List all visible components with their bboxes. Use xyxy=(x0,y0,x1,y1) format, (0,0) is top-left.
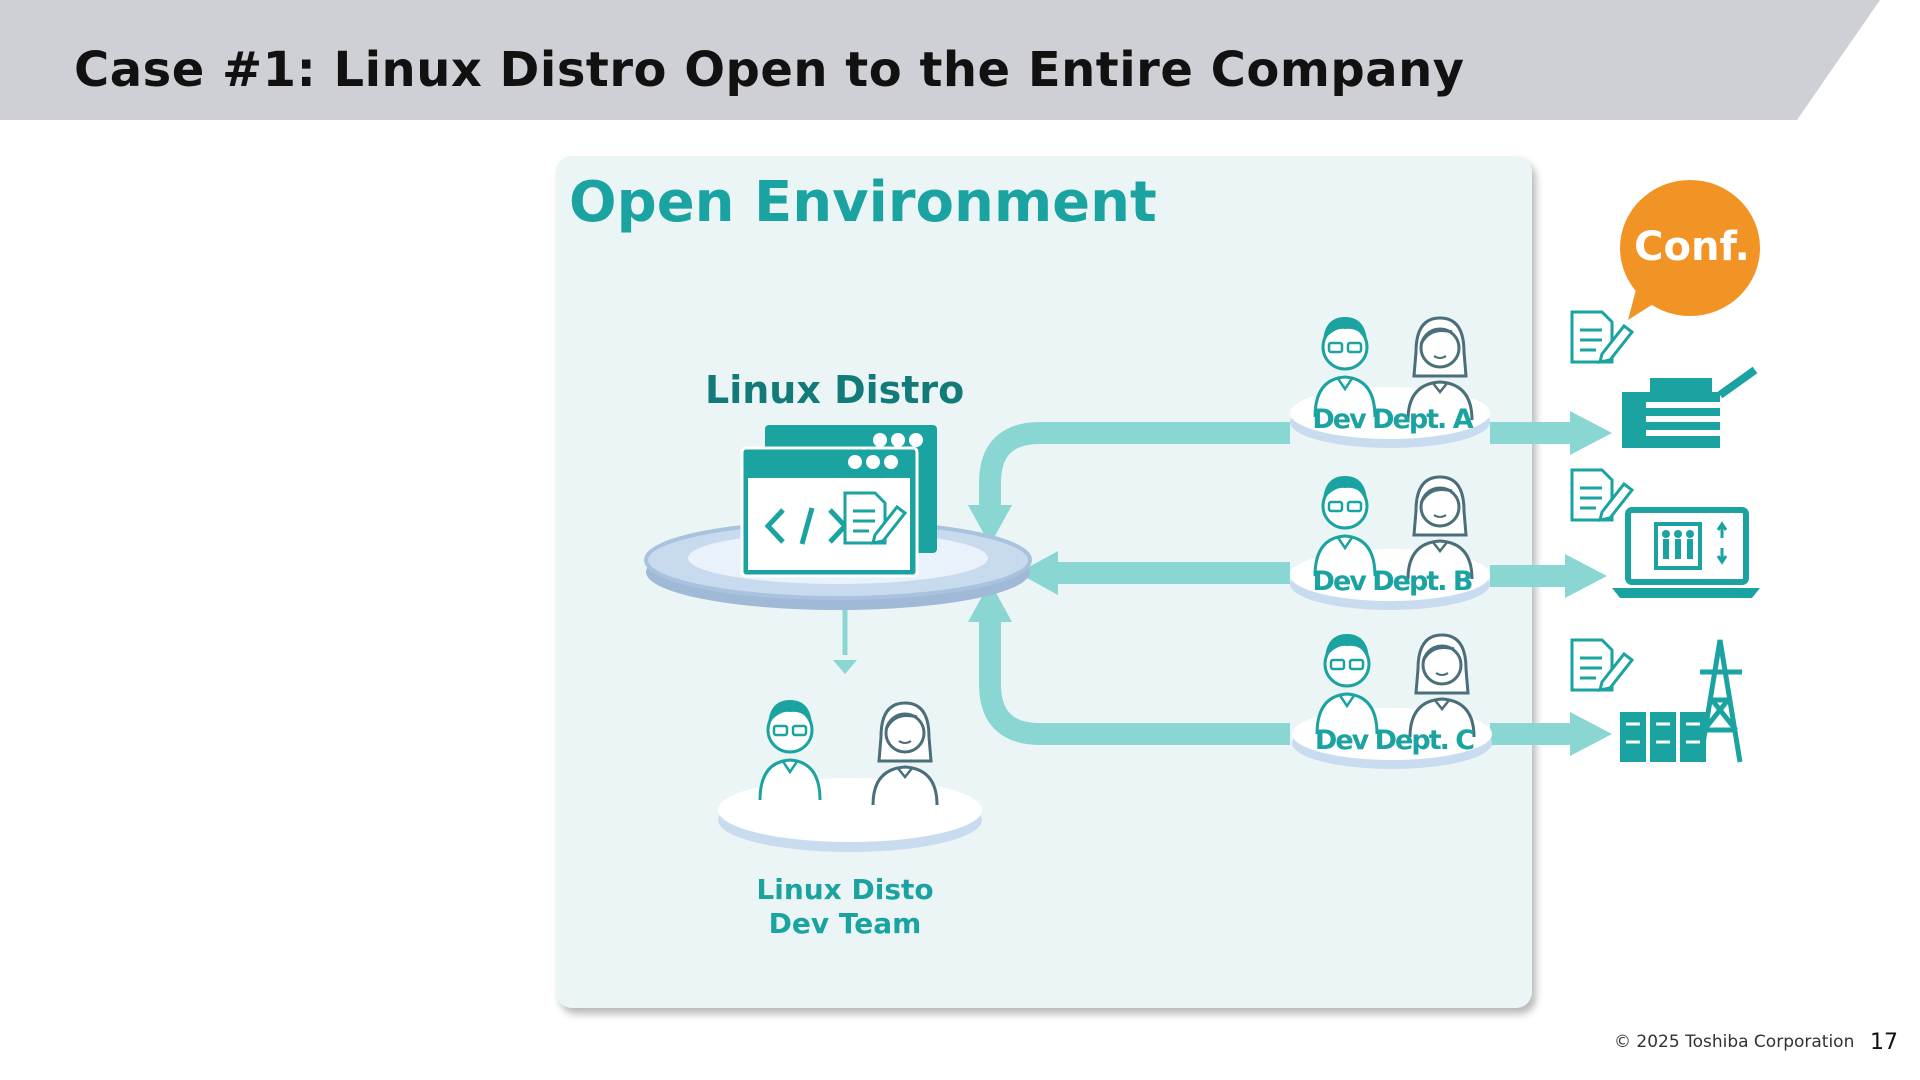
page-number: 17 xyxy=(1870,1030,1898,1055)
environment-title: Open Environment xyxy=(569,170,1157,235)
multifunction-printer-icon xyxy=(1622,366,1758,448)
dept-b-label: Dev Dept. B xyxy=(1312,566,1474,597)
document-icon xyxy=(1570,310,1634,692)
linux-distro-label: Linux Distro xyxy=(705,368,965,412)
linux-distro-window-icon xyxy=(740,425,937,578)
dept-c-label: Dev Dept. C xyxy=(1314,725,1475,756)
dev-team-label-line2: Dev Team xyxy=(768,907,922,940)
elevator-monitor-icon xyxy=(1612,507,1760,598)
dev-team-label-line1: Linux Disto xyxy=(756,873,934,906)
dept-a-group xyxy=(1290,315,1490,448)
dept-b-group xyxy=(1290,474,1490,610)
developer-man-icon xyxy=(758,698,822,802)
dev-team-group xyxy=(718,698,982,852)
arrow-dept-a-to-distro xyxy=(979,422,1290,505)
header-band-shape xyxy=(0,0,1880,120)
conf-label: Conf. xyxy=(1634,224,1750,270)
conf-bubble xyxy=(1620,180,1760,320)
power-grid-icon xyxy=(1620,639,1743,763)
copyright-footer: © 2025 Toshiba Corporation xyxy=(1614,1032,1855,1052)
dept-a-label: Dev Dept. A xyxy=(1312,404,1473,435)
dept-c-group xyxy=(1292,632,1492,769)
header-band xyxy=(0,0,1920,120)
slide-title: Case #1: Linux Distro Open to the Entire… xyxy=(74,42,1465,98)
developer-woman-icon xyxy=(871,701,939,807)
dev-team-label: Linux Disto Dev Team xyxy=(740,873,950,941)
connector-arrows xyxy=(833,411,1612,756)
arrow-dept-c-to-distro xyxy=(979,620,1290,745)
